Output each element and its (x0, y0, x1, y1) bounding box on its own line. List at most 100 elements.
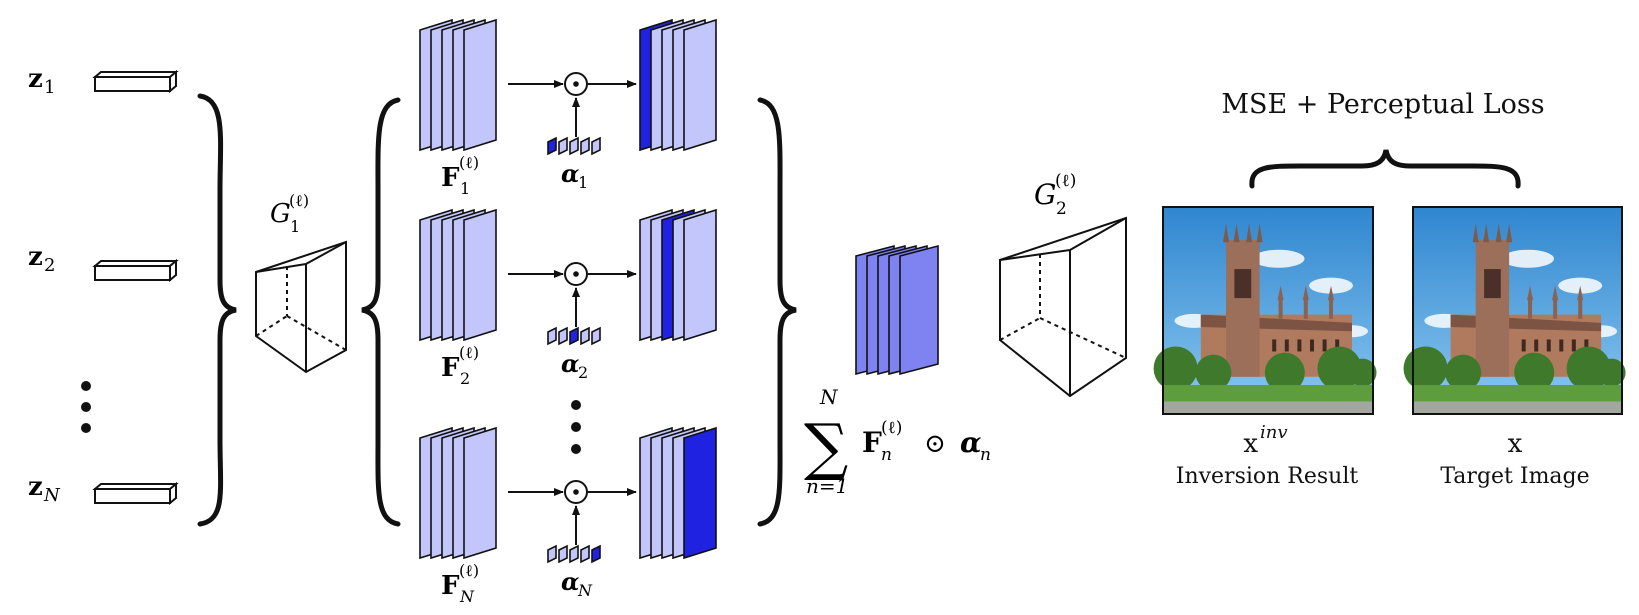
latent-2-bar (92, 258, 179, 283)
alpha-label: αN (561, 567, 593, 600)
input-feature-stack (419, 18, 497, 152)
alpha-vector-sheet (580, 544, 590, 564)
alpha-vector-sheet (569, 544, 579, 564)
feature-sup: (ℓ) (459, 153, 479, 172)
inversion-caption: x inv Inversion Result (1176, 422, 1359, 489)
g2-sub: 2 (1056, 199, 1067, 219)
alpha-vector-sheet (547, 544, 557, 564)
g2-generator-block (999, 216, 1127, 398)
g1-name: G (270, 199, 291, 229)
feature-name: F (441, 353, 460, 383)
latent-brace (197, 93, 237, 527)
weighted-feature-stack-sheet (683, 426, 717, 560)
g2-name: G (1034, 178, 1056, 211)
inversion-result-image (1153, 206, 1377, 415)
feature-sup: (ℓ) (459, 561, 479, 580)
input-feature-stack (419, 426, 497, 560)
feature-left-brace (361, 97, 401, 527)
g1-sup: (ℓ) (289, 191, 309, 210)
weighted-feature-stack (639, 426, 717, 560)
alpha-label: α1 (561, 159, 588, 192)
latent-code-1: z 1 (28, 64, 179, 98)
alpha-vector-sheet (558, 136, 568, 156)
target-var: x (1508, 429, 1523, 459)
input-feature-stack-sheet (463, 208, 497, 342)
g1-sub: 1 (290, 217, 300, 236)
input-feature-stack-sheet (463, 426, 497, 560)
feature-sub: 1 (460, 179, 470, 198)
alpha-vector-sheet (558, 326, 568, 346)
hadamard-node (564, 480, 588, 504)
latent-code-2: z 2 (28, 242, 179, 283)
sum-stack (855, 244, 939, 376)
feature-right-brace (757, 97, 797, 527)
latent-n-sub: N (43, 485, 61, 506)
sum-formula: N ∑ n=1 F n (ℓ) ⊙ α n (804, 385, 991, 498)
inversion-caption-text: Inversion Result (1176, 464, 1359, 489)
latent-code-n: z N (28, 472, 179, 506)
g2-sup: (ℓ) (1055, 171, 1076, 191)
target-image (1403, 206, 1626, 415)
feature-sub: 2 (460, 369, 470, 388)
latent-1-sub: 1 (44, 77, 55, 98)
latent-2-sub: 2 (44, 255, 55, 276)
latent-1-name: z (28, 64, 43, 94)
input-feature-stack-sheet (463, 18, 497, 152)
latent-n-name: z (28, 472, 43, 502)
alpha-vector (547, 326, 601, 346)
alpha-vector-sheet (558, 544, 568, 564)
g2-label: G 2 (ℓ) (1034, 171, 1076, 219)
input-feature-stack (419, 208, 497, 342)
latent-1-bar (92, 69, 179, 94)
g1-generator-block (255, 240, 347, 374)
alpha-sub: 1 (578, 173, 588, 192)
latent-2-name: z (28, 242, 43, 272)
alpha-sub: 2 (578, 363, 588, 382)
summed-feature-stack (855, 244, 939, 376)
alpha-vector (547, 136, 601, 156)
sum-odot: ⊙ (924, 429, 946, 459)
g1-label: G 1 (ℓ) (270, 191, 309, 236)
loss-title: MSE + Perceptual Loss (1221, 89, 1544, 120)
alpha-vector (547, 544, 601, 564)
alpha-vector-sheet (591, 136, 601, 156)
alpha-vector-sheet (569, 326, 579, 346)
sum-feature: F (862, 426, 882, 459)
sum-alpha: α (960, 426, 982, 459)
weighted-feature-stack-sheet (683, 208, 717, 342)
weighted-feature-stack-sheet (683, 18, 717, 152)
sum-upper: N (819, 385, 839, 409)
alpha-vector-sheet (569, 136, 579, 156)
sum-lower: n=1 (806, 474, 848, 498)
feature-name: F (441, 163, 460, 193)
sum-feature-sup: (ℓ) (881, 418, 902, 438)
weighted-feature-stack (639, 18, 717, 152)
alpha-label: α2 (561, 349, 588, 382)
inversion-var: x (1243, 429, 1258, 459)
alpha-vector-sheet (580, 136, 590, 156)
feature-ellipsis (571, 400, 581, 454)
target-caption: x Target Image (1440, 429, 1589, 489)
sum-alpha-sub: n (980, 445, 991, 465)
alpha-vector-sheet (591, 326, 601, 346)
hadamard-node (564, 262, 588, 286)
feature-sub: N (459, 587, 475, 606)
target-caption-text: Target Image (1440, 464, 1589, 489)
alpha-vector-sheet (580, 326, 590, 346)
sum-symbol: ∑ (804, 410, 848, 483)
latent-ellipsis (81, 381, 91, 433)
alpha-vector-sheet (591, 544, 601, 564)
alpha-vector-sheet (547, 326, 557, 346)
alpha-sub: N (577, 581, 593, 600)
feature-name: F (441, 571, 460, 601)
loss-brace (1249, 149, 1521, 189)
sum-feature-sub: n (881, 445, 892, 465)
alpha-name: α (561, 159, 579, 188)
